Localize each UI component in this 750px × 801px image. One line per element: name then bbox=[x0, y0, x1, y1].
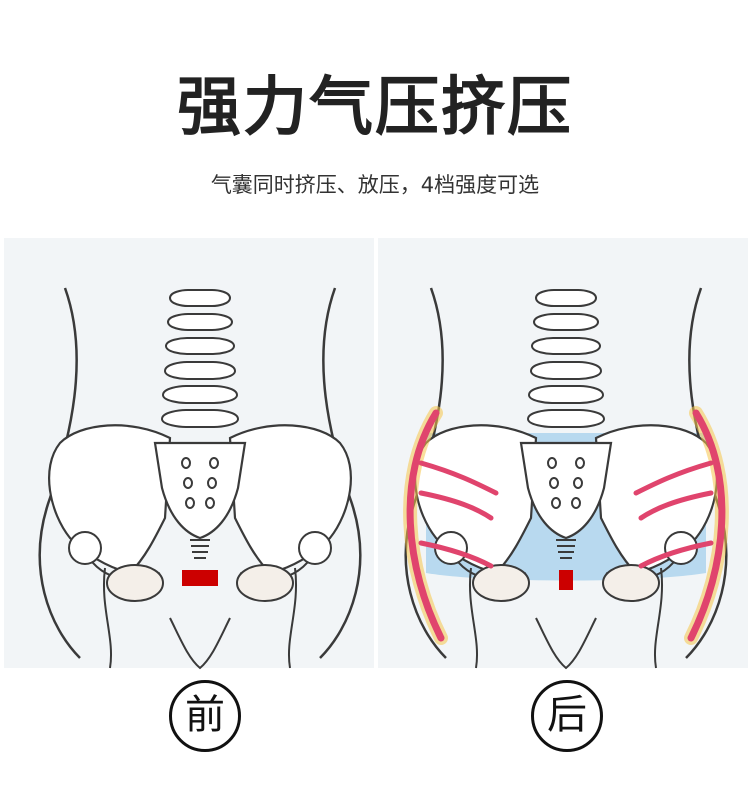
before-badge: 前 bbox=[169, 680, 241, 752]
pelvis-skeleton-icon bbox=[38, 286, 362, 670]
airbag-pressure-icon bbox=[403, 286, 729, 670]
pelvis-gap-marker bbox=[182, 570, 218, 586]
after-badge: 后 bbox=[531, 680, 603, 752]
page-title: 强力气压挤压 bbox=[177, 71, 573, 145]
page-subtitle: 气囊同时挤压、放压，4档强度可选 bbox=[210, 173, 540, 197]
pelvis-gap-marker-narrow bbox=[559, 570, 573, 590]
